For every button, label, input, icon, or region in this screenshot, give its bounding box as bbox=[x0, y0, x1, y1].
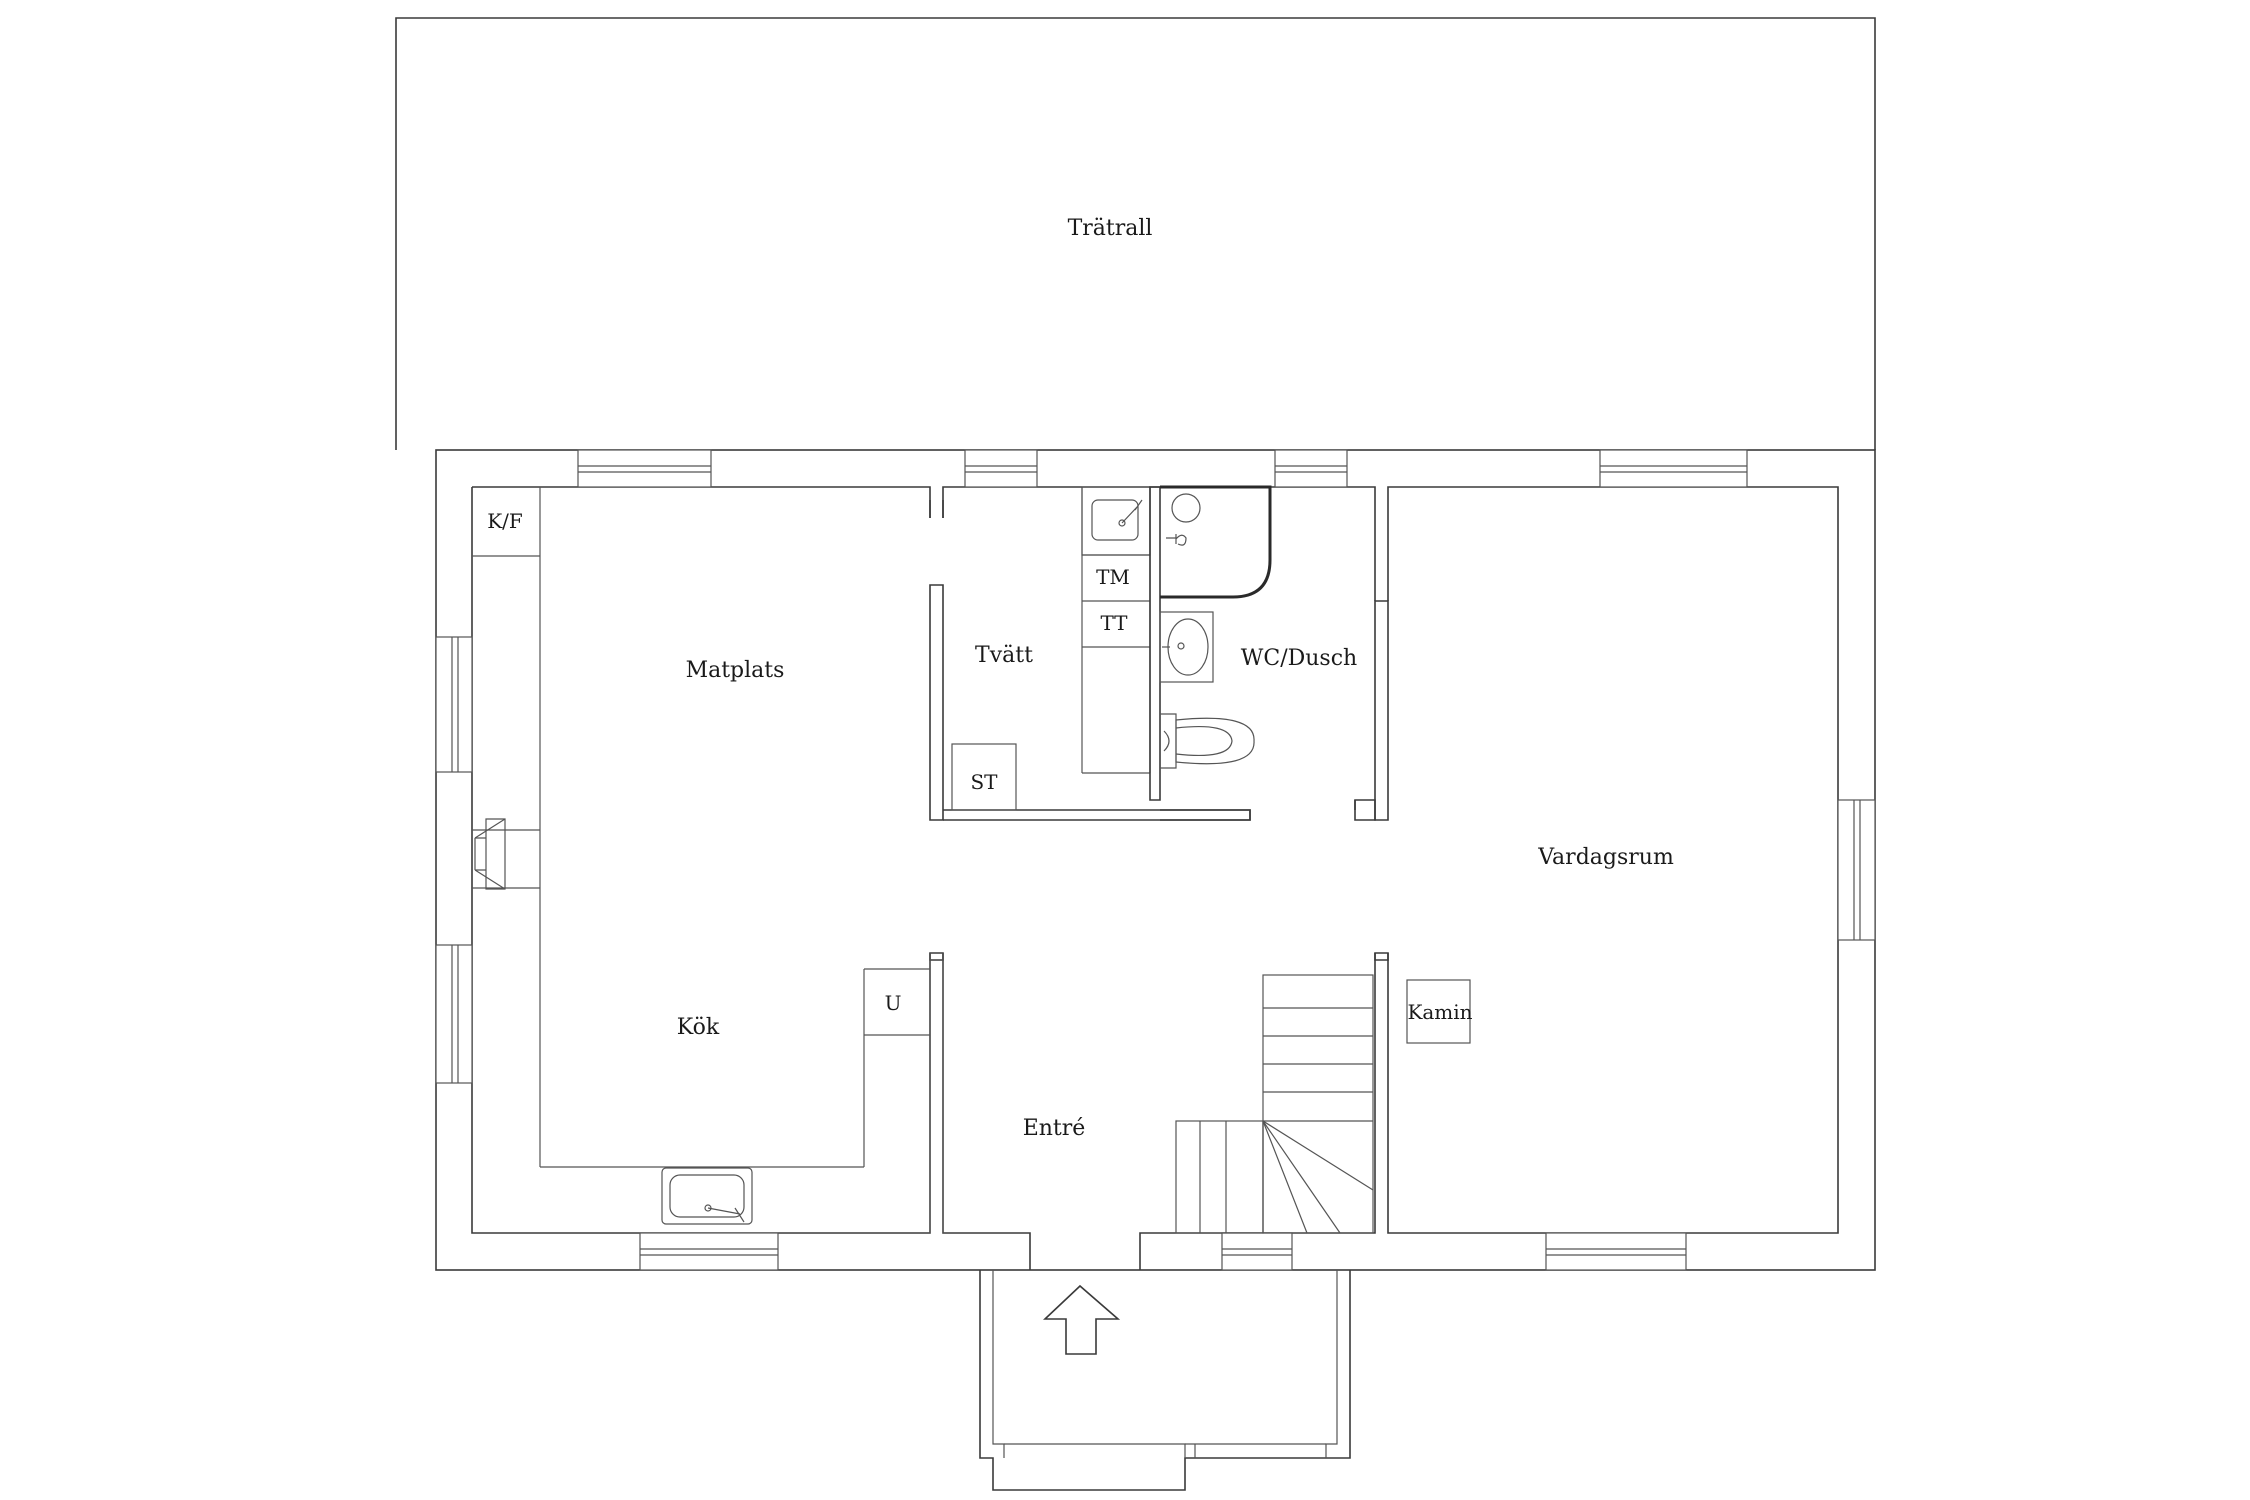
room-label-dining: Matplats bbox=[686, 658, 785, 683]
bathroom-walls bbox=[1149, 485, 1376, 821]
fixture-label-drying-cabinet: ST bbox=[970, 770, 998, 794]
room-label-kitchen: Kök bbox=[677, 1015, 720, 1040]
living-walls bbox=[1374, 600, 1471, 1044]
room-label-deck: Trätrall bbox=[1068, 216, 1153, 241]
room-label-bathroom: WC/Dusch bbox=[1241, 646, 1357, 671]
entrance-arrow-icon bbox=[1042, 1284, 1121, 1355]
porch bbox=[979, 1270, 1351, 1491]
room-label-entrance: Entré bbox=[1023, 1116, 1086, 1141]
staircase bbox=[1175, 974, 1374, 1234]
fixture-label-tumble-dryer: TT bbox=[1100, 611, 1128, 635]
fixture-label-oven: U bbox=[885, 991, 902, 1015]
fixture-label-fridge-freezer: K/F bbox=[487, 509, 523, 533]
kitchen-fixtures bbox=[472, 487, 930, 1225]
fixture-label-washing-machine: TM bbox=[1096, 565, 1130, 589]
deck bbox=[395, 17, 1876, 450]
fixture-label-fireplace: Kamin bbox=[1407, 1000, 1472, 1024]
room-label-laundry: Tvätt bbox=[975, 643, 1033, 668]
room-label-living: Vardagsrum bbox=[1537, 845, 1674, 870]
windows bbox=[435, 449, 1876, 1271]
